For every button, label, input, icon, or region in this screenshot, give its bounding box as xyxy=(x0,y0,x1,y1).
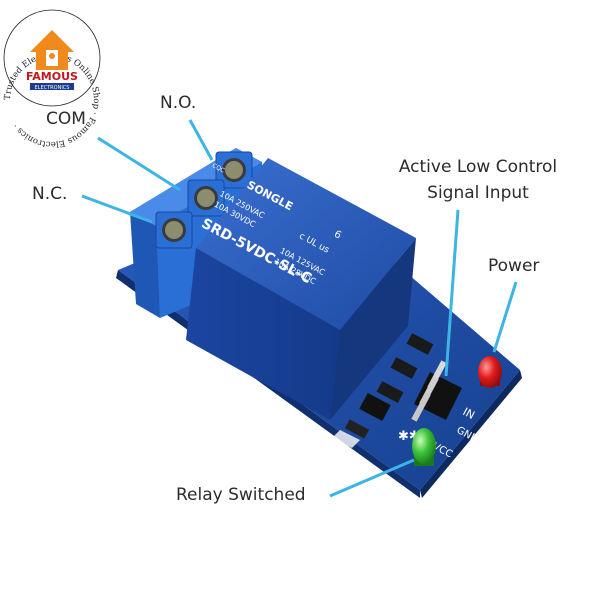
label-active-low-control-line2: Signal Input xyxy=(427,183,529,203)
callout-lines xyxy=(81,119,518,498)
power-led xyxy=(478,356,502,388)
pin-label-in: IN xyxy=(461,405,477,422)
logo-brand-sub: ELECTRONICS xyxy=(35,85,70,91)
screw-terminal xyxy=(130,148,270,318)
smd-resistor xyxy=(406,333,434,355)
label-power: Power xyxy=(488,256,540,276)
terminal-screw-nc xyxy=(155,211,193,249)
callout-line-com xyxy=(97,136,181,192)
relay-status-led xyxy=(412,428,436,466)
logo-brand: FAMOUS xyxy=(26,70,78,83)
callout-line-control xyxy=(444,209,460,377)
label-common: COM xyxy=(46,109,86,129)
label-active-low-control-line1: Active Low Control xyxy=(398,157,558,177)
callout-line-no xyxy=(188,119,214,161)
smd-resistor xyxy=(390,357,418,379)
callout-line-power xyxy=(492,281,518,353)
relay-component: SONGLE 10A 250VAC 10A 30VDC 10A 125VAC 1… xyxy=(186,158,416,420)
terminal-screw-no xyxy=(215,151,253,189)
relay-pin-number: 6 xyxy=(332,229,343,242)
callout-line-nc xyxy=(81,194,153,224)
label-normally-open: N.O. xyxy=(160,93,197,113)
label-relay-switched: Relay Switched xyxy=(176,485,306,505)
transistor xyxy=(359,392,391,422)
header-pins xyxy=(411,360,462,422)
label-normally-closed: N.C. xyxy=(32,184,68,204)
terminal-screw-com xyxy=(187,179,225,217)
diode xyxy=(344,419,370,439)
smd-resistor xyxy=(376,381,404,403)
callout-line-relay-switched xyxy=(329,458,415,498)
